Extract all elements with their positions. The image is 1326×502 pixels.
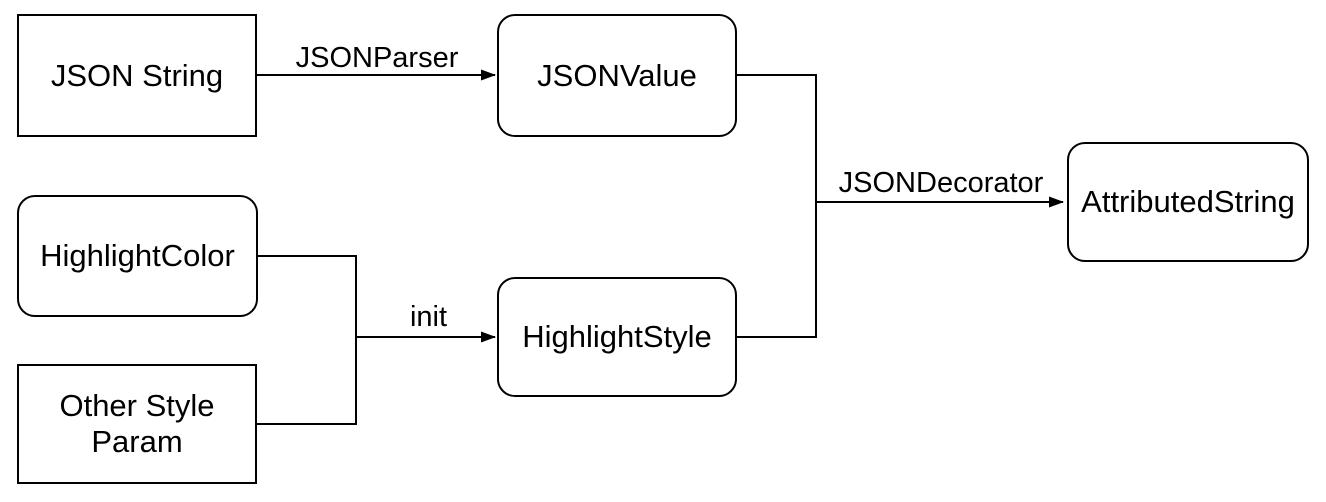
node-json-string-label: JSON String <box>50 57 224 93</box>
edge-merge-left-line <box>257 255 357 425</box>
node-highlight-style: HighlightStyle <box>497 277 737 397</box>
edge-label-jsondecorator: JSONDecorator <box>838 167 1044 199</box>
node-highlight-color: HighlightColor <box>17 195 258 317</box>
node-other-style-param-label: Other Style Param <box>59 388 215 459</box>
node-json-string: JSON String <box>17 14 257 137</box>
node-highlight-style-label: HighlightStyle <box>522 319 712 354</box>
node-json-value: JSONValue <box>497 14 737 137</box>
node-json-value-label: JSONValue <box>537 57 697 93</box>
edge-label-jsonparser: JSONParser <box>295 42 459 74</box>
node-attributed-string: AttributedString <box>1067 142 1309 262</box>
node-other-style-param: Other Style Param <box>17 364 257 484</box>
node-attributed-string-label: AttributedString <box>1081 184 1295 219</box>
edge-label-init: init <box>409 301 448 333</box>
edge-merge-right-line <box>737 74 817 338</box>
node-highlight-color-label: HighlightColor <box>40 238 235 273</box>
